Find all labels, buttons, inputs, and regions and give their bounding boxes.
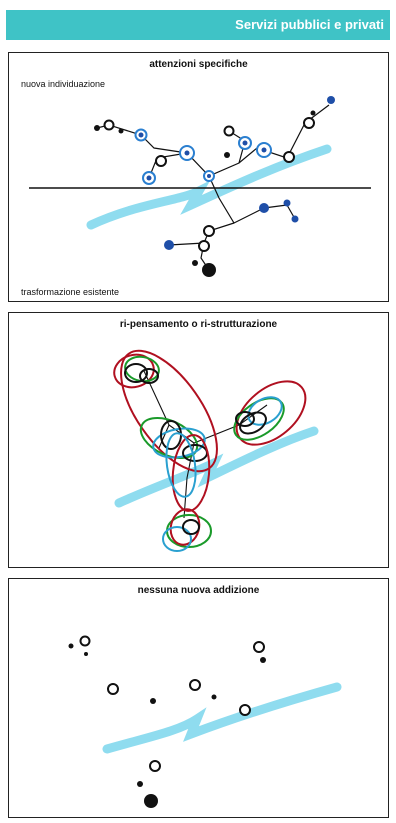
river-stroke: [114, 426, 319, 508]
diagram-panel-rethinking: ri-pensamento o ri-strutturazione: [8, 312, 389, 568]
node-white: [239, 704, 251, 716]
node-white: [303, 117, 315, 129]
node-black-small: [192, 260, 198, 266]
river-stroke: [102, 682, 342, 754]
node-white: [107, 683, 119, 695]
ellipse-blue: [247, 396, 283, 426]
node-blue: [327, 96, 335, 104]
node-white: [203, 225, 215, 237]
node-blue: [164, 240, 174, 250]
node-blue: [283, 199, 291, 207]
ellipse-blue: [162, 526, 192, 552]
ellipse-red: [171, 434, 211, 512]
page-title: Servizi pubblici e privati: [235, 17, 384, 32]
node-white: [79, 635, 91, 647]
node-black-small: [118, 128, 124, 134]
node-blue: [291, 215, 299, 223]
node-black-small: [211, 694, 217, 700]
node-black-small: [224, 152, 230, 158]
points-diagram: [68, 635, 342, 808]
node-white: [198, 240, 210, 252]
node-white: [253, 641, 265, 653]
river-stroke: [86, 144, 332, 230]
node-black-small: [84, 652, 88, 656]
node-white: [189, 679, 201, 691]
ellipse-black: [160, 420, 182, 450]
top-note: nuova individuazione: [21, 79, 106, 89]
ellipse-black: [124, 363, 148, 383]
panel-title: attenzioni specifiche: [149, 59, 248, 70]
diagram-panel-no-new-addition: nessuna nuova addizione: [8, 578, 389, 818]
node-blue: [259, 203, 269, 213]
ellipse-blue: [152, 427, 206, 459]
bottom-note: trasformazione esistente: [21, 287, 120, 297]
node-black-small: [150, 698, 156, 704]
ellipse-black: [239, 411, 267, 435]
node-white: [223, 125, 235, 137]
node-white: [103, 119, 115, 131]
ellipse-black: [235, 411, 255, 427]
node-white: [155, 155, 167, 167]
diagram-panel-specific-attention: attenzioni specifiche nuova individuazio…: [8, 52, 389, 302]
node-black-small: [137, 781, 143, 787]
panel-title: nessuna nuova addizione: [137, 585, 260, 596]
node-black-small: [94, 125, 100, 131]
ellipse-black: [139, 368, 159, 384]
ellipse-black: [182, 519, 200, 535]
node-black-small: [260, 657, 266, 663]
node-black-large: [144, 794, 158, 808]
network-diagram: [29, 96, 371, 277]
node-black-small: [310, 110, 316, 116]
node-black-small: [68, 643, 74, 649]
header-bar: Servizi pubblici e privati: [6, 10, 390, 40]
panel-title: ri-pensamento o ri-strutturazione: [119, 319, 278, 330]
node-white: [283, 151, 295, 163]
ellipse-blue: [165, 432, 197, 498]
node-black-large: [202, 263, 216, 277]
ellipse-red: [113, 353, 155, 389]
node-white: [149, 760, 161, 772]
ellipse-diagram: [113, 349, 319, 552]
